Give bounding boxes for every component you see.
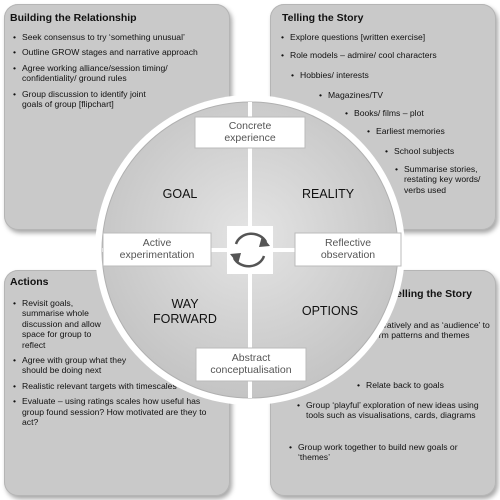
quadrant-goal-label: GOAL — [162, 187, 198, 201]
list-item: School subjects — [385, 146, 454, 157]
panel-title: Telling the Story — [282, 12, 364, 24]
stage-box-concrete — [194, 116, 306, 149]
stage-box-abstract — [195, 347, 307, 382]
list-item: Books/ films – plot — [345, 108, 424, 119]
list-item: Group work together to build new goals o… — [289, 442, 484, 463]
list-item: Agree working alliance/session timing/ c… — [13, 63, 210, 84]
quadrant-options-label: OPTIONS — [301, 304, 359, 318]
list-item: Relate back to goals — [357, 380, 444, 391]
bullet-list: Explore questions [written exercise] Rol… — [270, 4, 496, 230]
quadrant-reality-label: REALITY — [301, 187, 355, 201]
list-item: Evaluate – using ratings scales how usef… — [13, 396, 222, 427]
stage-label-active: Active experimentation — [119, 237, 195, 261]
list-item: Seek consensus to try ‘something unusual… — [13, 32, 210, 43]
stage-box-active — [102, 232, 212, 267]
panel-title: Actions — [10, 276, 49, 288]
list-item: Outline GROW stages and narrative approa… — [13, 47, 210, 58]
list-item: Group ‘playful’ exploration of new ideas… — [297, 400, 486, 421]
list-item: Agree with group what they should be doi… — [13, 355, 140, 376]
stage-box-reflective — [294, 232, 402, 267]
list-item: Earliest memories — [367, 126, 445, 137]
stage-label-reflective: Reflective observation — [320, 237, 376, 261]
list-item: Revisit goals, summarise whole discussio… — [13, 298, 114, 350]
list-item: Realistic relevant targets with timescal… — [13, 381, 222, 392]
list-item: Group discussion to identify joint goals… — [13, 89, 150, 110]
cycle-arrows-icon — [227, 226, 273, 274]
bullet-list: Seek consensus to try ‘something unusual… — [13, 32, 210, 114]
stage-label-concrete: Concrete experience — [224, 120, 276, 144]
list-item: Explore questions [written exercise] — [281, 32, 425, 43]
list-item: Summarise stories, restating key words/ … — [395, 164, 492, 195]
stage-label-abstract: Abstract conceptualisation — [210, 352, 292, 376]
panel-title: Building the Relationship — [10, 12, 137, 24]
panel-title: Retelling the Story — [379, 288, 472, 300]
quadrant-way-forward-label: WAY FORWARD — [153, 297, 217, 326]
list-item: Role models – admire/ cool characters — [281, 50, 437, 61]
list-item: Hobbies/ interests — [291, 70, 369, 81]
list-item: Magazines/TV — [319, 90, 383, 101]
bullet-list: Revisit goals, summarise whole discussio… — [13, 298, 222, 432]
